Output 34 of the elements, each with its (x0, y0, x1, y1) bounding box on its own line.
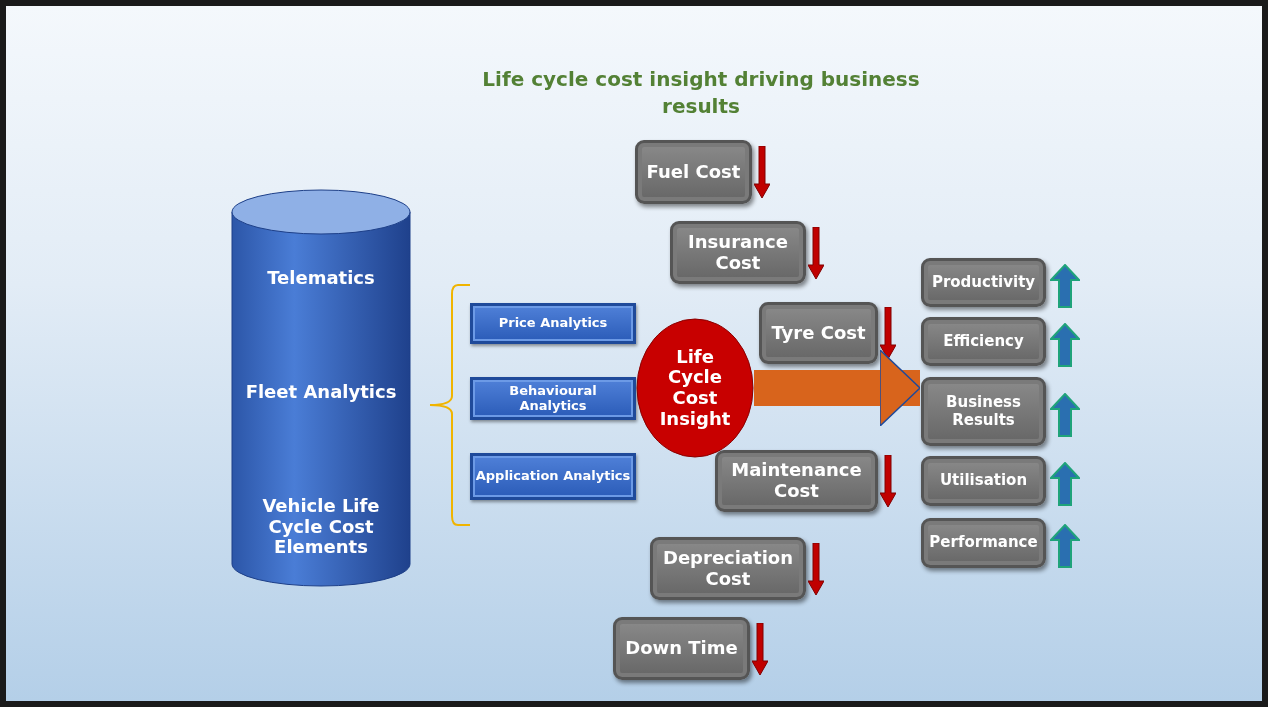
box-label: Depreciation Cost (661, 547, 795, 590)
box-label: Fuel Cost (646, 161, 741, 183)
cylinder-label: Fleet Analytics (245, 381, 397, 403)
box-label: Tyre Cost (771, 322, 866, 344)
cost-box (635, 140, 752, 204)
cost-box (715, 450, 878, 512)
analytics-box (470, 377, 636, 420)
cost-box (759, 302, 878, 364)
cost-box (670, 221, 806, 284)
result-box (921, 258, 1046, 307)
box-label: Maintenance Cost (730, 460, 863, 502)
analytics-label: Application Analytics (475, 469, 631, 484)
box-label: Down Time (625, 638, 738, 659)
analytics-box (470, 453, 636, 500)
analytics-label: Price Analytics (498, 316, 608, 331)
analytics-box (470, 303, 636, 344)
cost-box (650, 537, 806, 600)
result-box (921, 377, 1046, 446)
box-label: Insurance Cost (687, 231, 789, 274)
block-arrow (754, 349, 921, 427)
insight-label: Life Cycle Cost Insight (658, 346, 732, 430)
analytics-label: Behavioural Analytics (508, 383, 598, 414)
box-label: Efficiency (943, 332, 1024, 351)
cost-box (613, 617, 750, 680)
cylinder-label: Vehicle Life Cycle Cost Elements (261, 495, 381, 558)
cylinder-label: Telematics (267, 268, 375, 289)
box-label: Business Results (945, 394, 1022, 429)
result-box (921, 317, 1046, 366)
box-label: Productivity (931, 273, 1036, 292)
box-label: Utilisation (939, 472, 1028, 490)
result-box (921, 456, 1046, 506)
title: Life cycle cost insight driving business results (481, 66, 921, 120)
result-box (921, 518, 1046, 568)
box-label: Performance (929, 534, 1038, 552)
